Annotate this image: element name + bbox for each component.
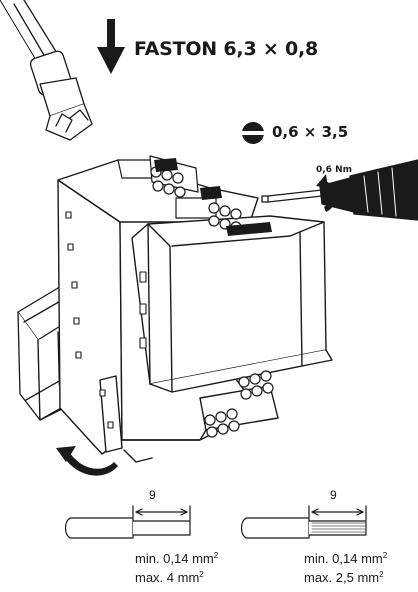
wire-right-min: min. 0,14 mm2 bbox=[304, 551, 388, 566]
wire-left-specs: min. 0,14 mm2 max. 4 mm2 bbox=[135, 548, 218, 586]
torque-label: 0,6 Nm bbox=[316, 165, 352, 175]
down-arrow-icon bbox=[97, 19, 125, 74]
screwdriver bbox=[261, 159, 418, 221]
bottom-terminals bbox=[204, 370, 274, 438]
wire-left-max: max. 4 mm2 bbox=[135, 570, 204, 585]
strip-length-right: 9 bbox=[330, 488, 337, 502]
faston-label: FASTON 6,3 × 0,8 bbox=[134, 38, 319, 60]
rotation-arrow-icon bbox=[316, 174, 336, 212]
faston-cable bbox=[0, 0, 93, 141]
mounting-rotation-arrow-icon bbox=[56, 446, 118, 476]
terminal-dark-panels bbox=[154, 158, 272, 236]
strip-length-left: 9 bbox=[149, 488, 156, 502]
module-side-slots bbox=[65, 211, 147, 429]
slotted-screwdriver-icon bbox=[241, 122, 265, 144]
wire-stranded bbox=[240, 505, 367, 539]
wire-right-max: max. 2,5 mm2 bbox=[304, 570, 384, 585]
wire-left-min: min. 0,14 mm2 bbox=[135, 551, 219, 566]
wire-solid bbox=[64, 505, 191, 539]
wire-right-specs: min. 0,14 mm2 max. 2,5 mm2 bbox=[304, 548, 387, 586]
screwdriver-size-label: 0,6 × 3,5 bbox=[272, 123, 349, 141]
